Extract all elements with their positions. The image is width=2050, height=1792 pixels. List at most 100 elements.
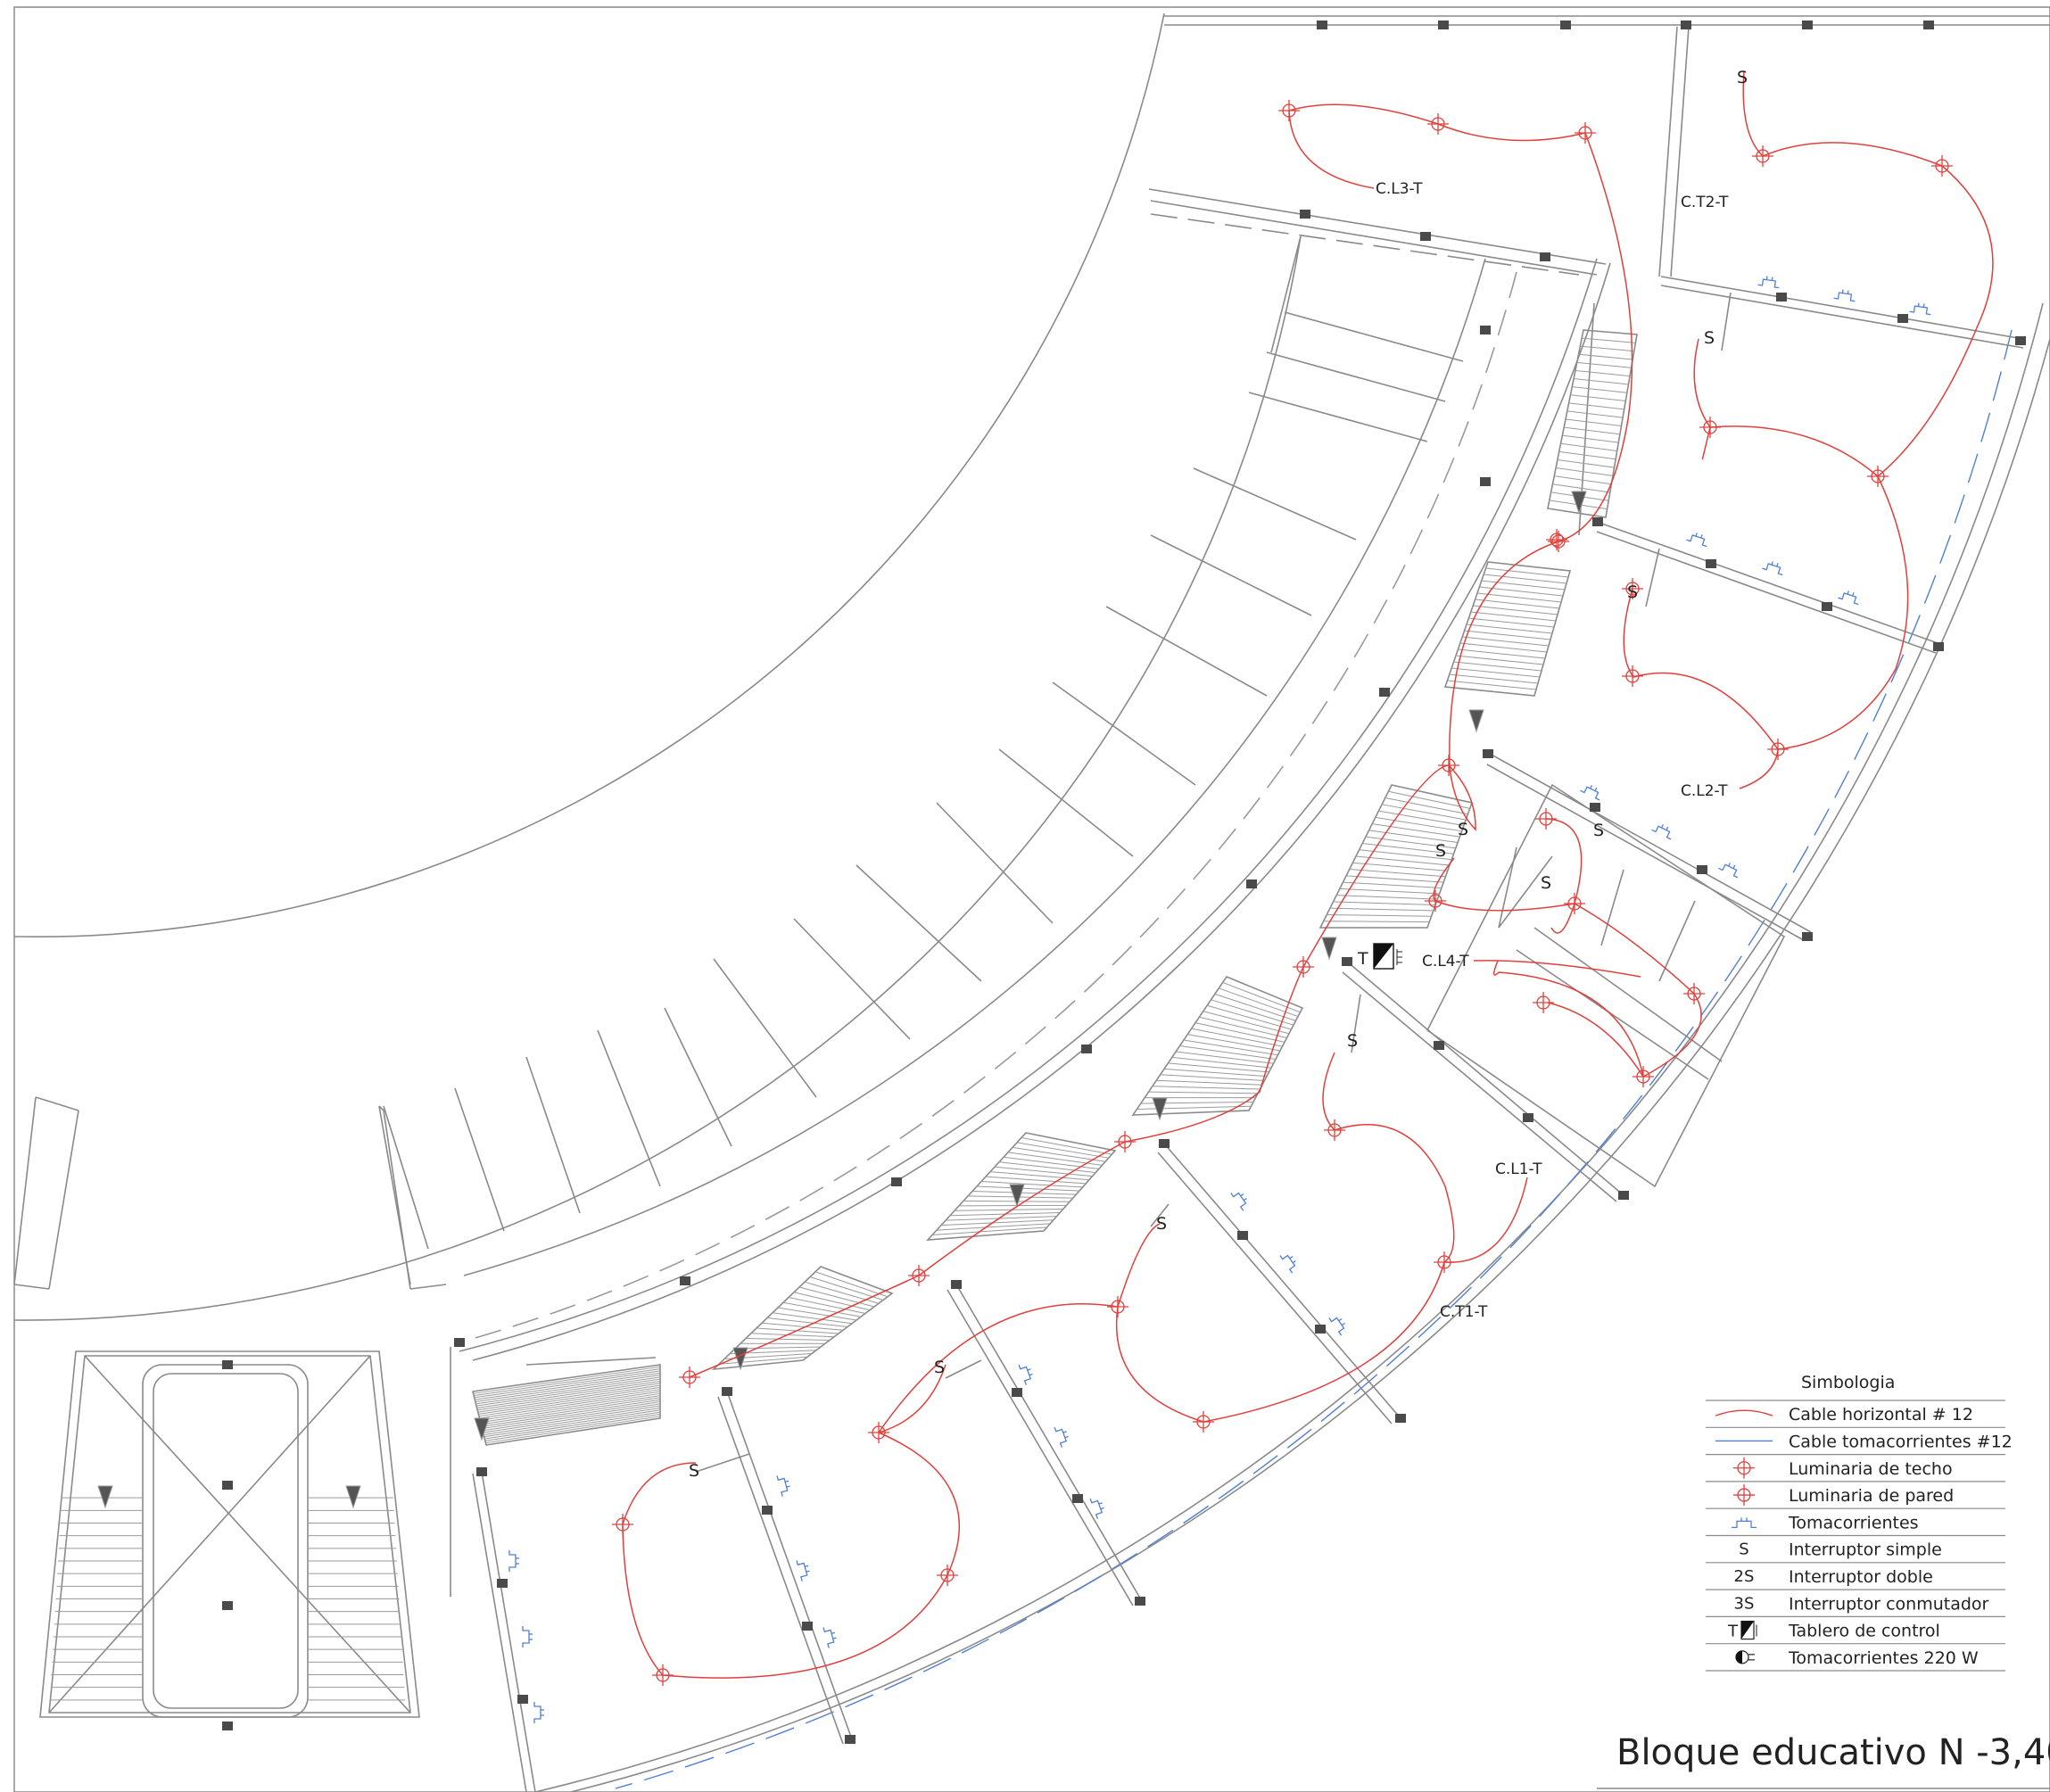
column: [1802, 21, 1813, 29]
stair-tread: [1021, 1136, 1112, 1155]
stair-tread: [1481, 580, 1566, 590]
ceiling-light-icon: [1427, 113, 1449, 135]
stair-tread: [761, 1322, 844, 1331]
legend-panel-icon: T: [1727, 1620, 1757, 1641]
stair-tread: [1558, 450, 1616, 460]
stair-tread: [1152, 1086, 1261, 1090]
stair-tread: [994, 1166, 1093, 1177]
outlet-icon: [1833, 289, 1856, 302]
stair-tread: [1565, 418, 1622, 426]
legend-symbol: S: [1739, 1540, 1748, 1559]
ceiling-light-icon: [1752, 145, 1773, 167]
column: [1379, 688, 1390, 697]
stair-tread: [484, 1411, 661, 1440]
ceiling-light-icon: [1622, 578, 1643, 599]
stair-tread: [1578, 353, 1633, 360]
switch-label: S: [1156, 1214, 1167, 1234]
column: [1776, 293, 1787, 301]
stair-tread: [1447, 680, 1537, 690]
legend-item-label: Luminaria de pared: [1789, 1486, 1954, 1506]
stair-tread: [1199, 1016, 1287, 1039]
ceiling-light-icon: [1533, 992, 1554, 1013]
stair-tread: [478, 1386, 661, 1415]
stair-tread: [809, 1276, 884, 1301]
outlet-icon: [522, 1626, 533, 1647]
stair-tread: [734, 1346, 822, 1350]
column: [1342, 957, 1352, 966]
stair-tread: [1214, 993, 1296, 1021]
column: [1483, 749, 1493, 758]
stair-tread: [475, 1372, 661, 1400]
walls: [13, 12, 2050, 1792]
legend-outlet-icon: [1732, 1517, 1757, 1528]
stair-tread: [485, 1416, 661, 1444]
ceiling-light-icon: [1278, 100, 1300, 121]
stair-tread: [788, 1297, 866, 1314]
stair-tread: [954, 1208, 1063, 1211]
stair-tread: [1484, 574, 1567, 584]
stair-tread: [1562, 434, 1619, 443]
ceiling-light-icon: [1293, 956, 1314, 978]
stair-tread: [482, 1401, 661, 1430]
stair-tread: [1163, 1068, 1268, 1078]
column: [1618, 1191, 1629, 1200]
courtyard-arc: [13, 12, 1165, 938]
stair-tread: [1012, 1146, 1106, 1162]
column: [1923, 21, 1934, 29]
outlets: [508, 276, 1931, 1723]
stair-tread: [477, 1384, 661, 1413]
stair-tread: [1385, 797, 1468, 815]
facade-arc-2: [570, 338, 2050, 1792]
legend-row: Tomacorrientes 220 W: [1706, 1648, 2005, 1672]
column: [1560, 21, 1571, 29]
legend-item-label: Interruptor simple: [1789, 1540, 1942, 1560]
ceiling-light-icon: [1633, 1066, 1654, 1087]
stair-tread: [931, 1226, 1047, 1236]
outlet-icon: [1230, 1192, 1247, 1211]
column: [951, 1280, 962, 1289]
legend-row: S Interruptor simple: [1706, 1540, 2005, 1564]
stair-tread: [1556, 467, 1614, 476]
outlet-icon: [1762, 561, 1783, 576]
legend-item-label: Luminaria de techo: [1789, 1459, 1953, 1479]
stair-tread: [1464, 630, 1551, 640]
stair-tread: [1468, 617, 1555, 628]
stair-tread: [985, 1176, 1087, 1185]
outlet-icon: [776, 1475, 790, 1497]
legend-item-label: Tomacorrientes: [1788, 1513, 1919, 1532]
stair-tread: [484, 1407, 661, 1435]
legend-outlet-220-icon: [1735, 1650, 1755, 1664]
stair-tread: [750, 1333, 835, 1338]
legend-row: Cable tomacorrientes #12: [1706, 1432, 2013, 1456]
stair-tread: [1346, 875, 1444, 883]
stair-tread: [945, 1216, 1057, 1221]
ceiling-light-icon: [1683, 983, 1705, 1004]
stair-tread: [1339, 888, 1440, 895]
stair-tread: [1359, 849, 1452, 861]
stair-arrow-icon: [1009, 1184, 1025, 1208]
control-panel-icon: T: [1357, 943, 1402, 970]
legend-item-label: Cable horizontal # 12: [1789, 1405, 1973, 1425]
stair-tread: [1355, 855, 1451, 866]
switch-label: S: [1704, 328, 1715, 348]
stair-tread: [1388, 790, 1470, 809]
legend-row: Tomacorrientes: [1706, 1513, 2005, 1537]
stair-tread: [1455, 655, 1544, 665]
ceiling-light-icon: [868, 1422, 889, 1443]
ceiling-light-icon: [1622, 665, 1643, 687]
stair-tread: [1475, 599, 1560, 609]
stair-tread: [1327, 913, 1432, 917]
stair-tread: [936, 1223, 1051, 1231]
stair-tread: [1566, 410, 1624, 418]
stair-tread: [1203, 1011, 1290, 1035]
ceiling-light-icon: [1546, 529, 1567, 550]
stair-tread: [474, 1370, 661, 1399]
column: [2015, 336, 2026, 345]
ceiling-light-icon: [1193, 1411, 1214, 1433]
ceiling-light-icon: [612, 1514, 633, 1535]
stair-tread: [1552, 483, 1610, 493]
stair-tread: [976, 1185, 1080, 1192]
stair-tread: [1016, 1142, 1109, 1159]
stair-tread: [1470, 611, 1557, 622]
